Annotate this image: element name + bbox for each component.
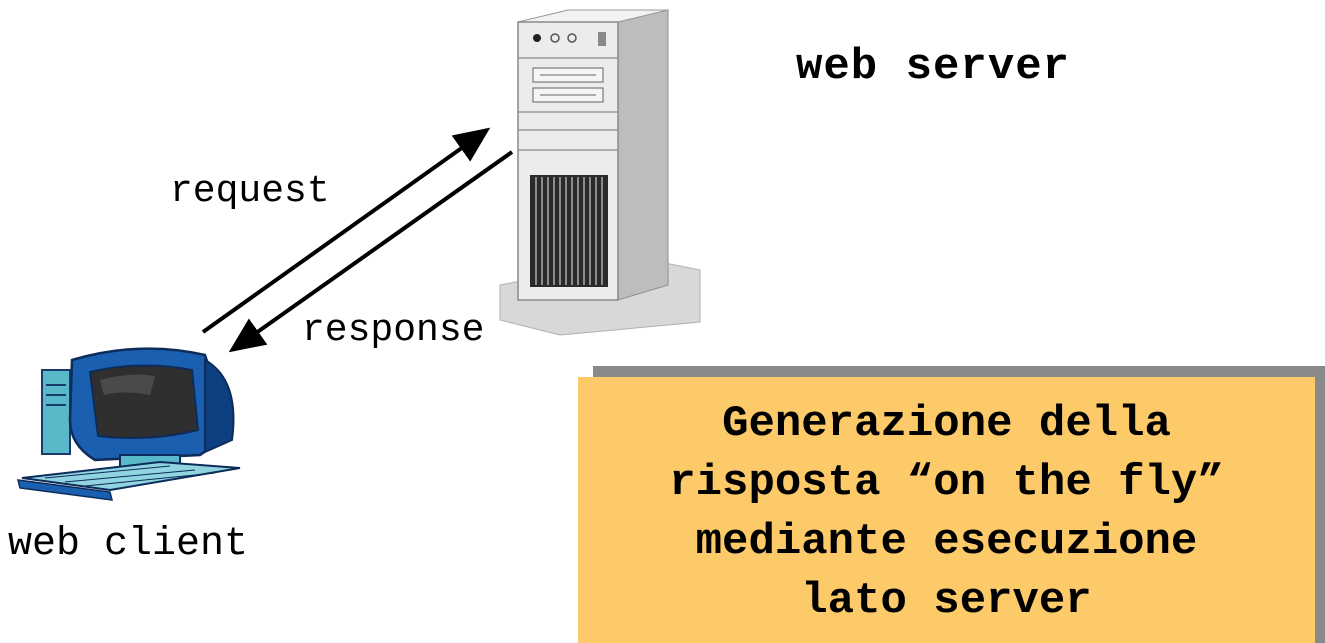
note-line-3: mediante esecuzione (695, 517, 1198, 567)
response-arrow (228, 150, 514, 353)
note-line-1: Generazione della (722, 399, 1171, 449)
request-arrow (201, 127, 491, 334)
web-server-label: web server (796, 42, 1071, 92)
note-line-2: risposta “on the fly” (669, 458, 1224, 508)
desktop-computer-icon (17, 347, 241, 501)
server-tower-icon (499, 9, 701, 336)
web-client-label: web client (8, 522, 249, 567)
request-label: request (170, 170, 330, 213)
note-line-4: lato server (801, 576, 1092, 626)
response-label: response (302, 309, 485, 352)
on-the-fly-note: Generazione della risposta “on the fly” … (578, 377, 1315, 643)
